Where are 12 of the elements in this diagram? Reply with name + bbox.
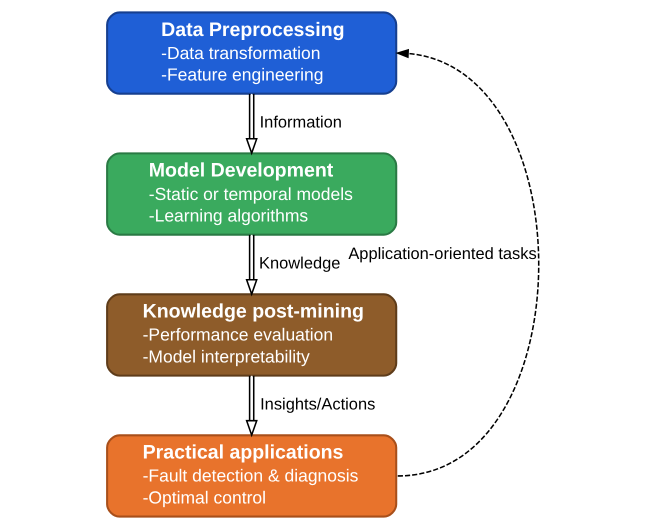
edge-label: Knowledge: [259, 254, 340, 272]
node-box: Knowledge post-mining -Performance evaluation -Model interpretability: [106, 293, 398, 377]
edge-label: Insights/Actions: [260, 395, 376, 414]
node-box: Practical applications -Fault detection & diagnosis -Optimal control: [106, 434, 398, 518]
arrow: [246, 376, 258, 438]
arrow: [246, 234, 258, 296]
arrow: [395, 48, 540, 477]
node-box: Data Preprocessing -Data transformation -Feature engineering: [106, 11, 398, 95]
edge-label: Application-oriented tasks: [348, 245, 537, 264]
arrow: [246, 94, 258, 156]
node-box: Model Development -Static or temporal models -Learning algorithms: [106, 152, 398, 236]
edge-label: Information: [260, 113, 342, 132]
